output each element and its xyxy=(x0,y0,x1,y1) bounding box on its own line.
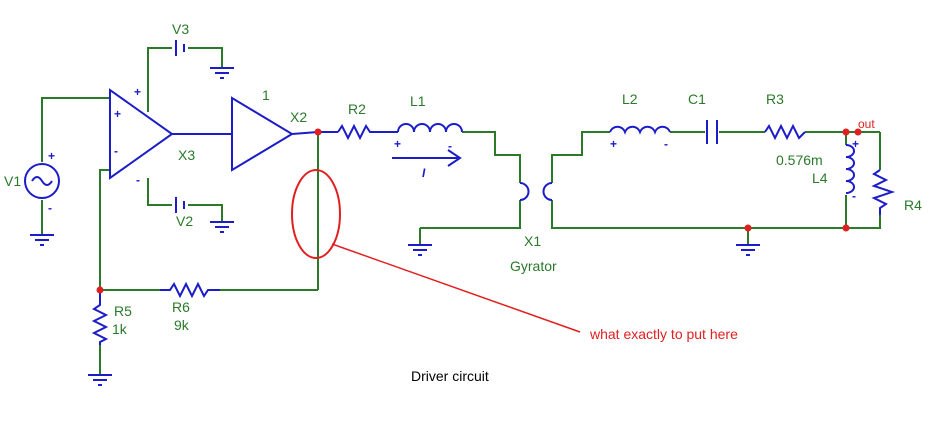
opamp-x3 xyxy=(109,88,174,180)
label-r4: R4 xyxy=(904,197,922,213)
v1-source-symbol xyxy=(24,163,60,199)
label-buffer-gain: 1 xyxy=(262,87,270,103)
junctions xyxy=(96,128,862,294)
label-c1: C1 xyxy=(688,91,706,107)
sign-plus: + xyxy=(48,149,55,163)
sign-plus: + xyxy=(852,137,859,151)
inductor-l4 xyxy=(845,144,855,194)
label-r6: R6 xyxy=(172,299,190,315)
gyrator-x1-right xyxy=(542,182,553,201)
sign-minus: - xyxy=(48,201,52,215)
label-x3: X3 xyxy=(178,147,195,163)
sign-minus: - xyxy=(136,173,140,187)
caption: Driver circuit xyxy=(411,368,489,384)
resistor-r4 xyxy=(871,169,896,215)
sign-minus: - xyxy=(852,189,856,203)
label-v1: V1 xyxy=(4,173,21,189)
junction-dot xyxy=(744,224,752,232)
inductor-l1 xyxy=(397,123,463,133)
junction-dot xyxy=(96,286,104,294)
resistor-r6 xyxy=(160,281,220,299)
sign-plus: + xyxy=(114,107,121,121)
wires xyxy=(41,47,881,375)
annotation-pointer xyxy=(331,243,581,333)
components xyxy=(24,40,896,345)
ground-icon xyxy=(210,221,234,233)
buffer-x2 xyxy=(231,96,294,172)
label-r5: R5 xyxy=(114,303,132,319)
label-l4-value: 0.576m xyxy=(776,152,823,168)
label-l2: L2 xyxy=(622,91,638,107)
label-v2: V2 xyxy=(176,213,193,229)
label-x1: X1 xyxy=(524,233,541,249)
sign-plus: + xyxy=(134,85,141,99)
junction-dot xyxy=(854,128,862,136)
label-l1: L1 xyxy=(410,93,426,109)
label-x2: X2 xyxy=(290,109,307,125)
sign-plus: + xyxy=(394,137,401,151)
ground-icon xyxy=(210,67,234,79)
annotation-text: what exactly to put here xyxy=(589,326,738,342)
ground-icon xyxy=(736,244,760,256)
gyrator-x1-left xyxy=(519,182,530,201)
label-r3: R3 xyxy=(766,91,784,107)
resistor-r3 xyxy=(764,123,806,141)
inductor-l2 xyxy=(609,125,671,135)
label-gyrator: Gyrator xyxy=(510,258,557,274)
ground-icon xyxy=(88,374,112,386)
label-l4: L4 xyxy=(812,170,828,186)
ground-icon xyxy=(30,234,54,246)
grounds xyxy=(30,67,760,386)
current-label: I xyxy=(422,166,426,180)
junction-dot xyxy=(314,128,322,136)
junction-dot xyxy=(842,128,850,136)
sign-plus: + xyxy=(610,137,617,151)
junction-dot xyxy=(842,224,850,232)
label-v3: V3 xyxy=(172,21,189,37)
sign-minus: - xyxy=(448,139,452,153)
label-r5-value: 1k xyxy=(112,321,128,337)
sign-minus: - xyxy=(114,144,118,158)
resistor-r5 xyxy=(91,290,109,345)
label-out: out xyxy=(858,117,875,131)
ground-icon xyxy=(408,244,432,256)
label-r6-value: 9k xyxy=(174,317,190,333)
label-r2: R2 xyxy=(348,101,366,117)
sign-minus: - xyxy=(664,137,668,151)
resistor-r2 xyxy=(337,123,375,141)
highlight-ellipse xyxy=(291,169,341,259)
